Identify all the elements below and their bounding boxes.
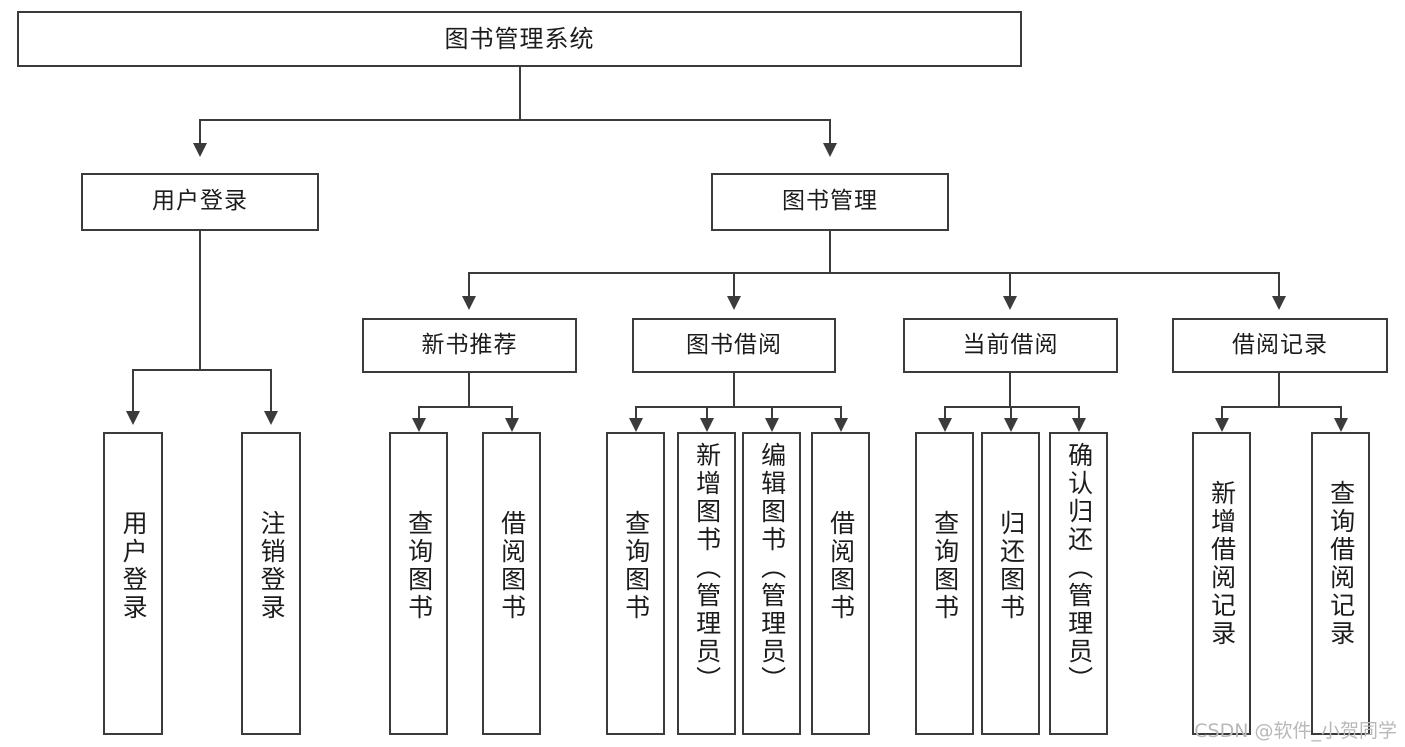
connector-borrow-record-stem [1278, 373, 1280, 406]
connector-borrow-record-drop-2 [1340, 406, 1342, 420]
connector-current-borrow-stem [1009, 373, 1011, 406]
connector-book-borrow-bus [635, 406, 841, 408]
arrow-leaf-query-record [1334, 418, 1348, 432]
connector-borrow-record-drop-1 [1221, 406, 1223, 420]
connector-user-login-drop-2 [270, 369, 272, 413]
arrow-to-book-manage [823, 143, 837, 157]
arrow-leaf-edit-book [765, 418, 779, 432]
arrow-leaf-query-book-2 [629, 418, 643, 432]
connector-user-login-bus [132, 369, 271, 371]
leaf-node-user-login[interactable]: 用户登录 [103, 432, 163, 735]
connector-book-manage-stem [829, 231, 831, 272]
leaf-node-edit-book[interactable]: 编辑图书（管理员） [742, 432, 801, 735]
leaf-label: 查询图书 [404, 510, 434, 622]
leaf-label: 查询借阅记录 [1326, 480, 1356, 648]
arrow-to-current-borrow [1003, 296, 1017, 310]
leaf-node-logout-login[interactable]: 注销登录 [241, 432, 301, 735]
connector-book-borrow-stem [733, 373, 735, 406]
leaf-node-query-book-3[interactable]: 查询图书 [915, 432, 974, 735]
connector-root-stem [519, 67, 521, 119]
arrow-leaf-user-login [126, 411, 140, 425]
leaf-node-add-record[interactable]: 新增借阅记录 [1192, 432, 1251, 735]
node-book-management[interactable]: 图书管理 [711, 173, 949, 231]
connector-current-borrow-drop-2 [1010, 406, 1012, 420]
connector-to-borrow-record [1278, 272, 1280, 298]
arrow-leaf-query-book-1 [412, 418, 426, 432]
leaf-label: 新增借阅记录 [1207, 480, 1237, 648]
connector-book-borrow-drop-3 [771, 406, 773, 420]
node-user-login[interactable]: 用户登录 [81, 173, 319, 231]
arrow-leaf-add-record [1215, 418, 1229, 432]
connector-to-new-book [468, 272, 470, 298]
connector-to-book-manage [829, 119, 831, 145]
connector-user-login-drop-1 [132, 369, 134, 413]
leaf-label: 注销登录 [257, 510, 287, 622]
connector-book-borrow-drop-2 [706, 406, 708, 420]
leaf-node-query-book-1[interactable]: 查询图书 [389, 432, 448, 735]
connector-book-borrow-drop-4 [840, 406, 842, 420]
leaf-label: 归还图书 [996, 510, 1026, 622]
connector-level2-bus [199, 119, 831, 121]
node-borrow-record[interactable]: 借阅记录 [1172, 318, 1388, 373]
node-root-book-management-system[interactable]: 图书管理系统 [17, 11, 1022, 67]
node-label: 新书推荐 [421, 331, 518, 358]
leaf-label: 查询图书 [930, 510, 960, 622]
arrow-leaf-logout-login [264, 411, 278, 425]
leaf-node-add-book[interactable]: 新增图书（管理员） [677, 432, 736, 735]
leaf-node-query-book-2[interactable]: 查询图书 [606, 432, 665, 735]
node-current-borrow[interactable]: 当前借阅 [903, 318, 1118, 373]
node-label: 借阅记录 [1232, 331, 1328, 358]
connector-to-current-borrow [1009, 272, 1011, 298]
arrow-leaf-confirm-return [1072, 418, 1086, 432]
connector-book-borrow-drop-1 [635, 406, 637, 420]
connector-new-book-bus [418, 406, 513, 408]
arrow-leaf-query-book-3 [938, 418, 952, 432]
leaf-node-borrow-book-2[interactable]: 借阅图书 [811, 432, 870, 735]
connector-new-book-drop-2 [511, 406, 513, 420]
arrow-leaf-borrow-book-1 [505, 418, 519, 432]
arrow-to-book-borrow [727, 296, 741, 310]
csdn-watermark: CSDN @软件_小贺同学 [1194, 720, 1397, 742]
leaf-label: 查询图书 [621, 510, 651, 622]
leaf-node-confirm-return[interactable]: 确认归还（管理员） [1049, 432, 1108, 735]
connector-current-borrow-drop-3 [1078, 406, 1080, 420]
arrow-leaf-borrow-book-2 [834, 418, 848, 432]
connector-borrow-record-bus [1221, 406, 1341, 408]
leaf-label: 编辑图书（管理员） [757, 442, 787, 694]
arrow-leaf-return-book [1004, 418, 1018, 432]
connector-level3-bus [468, 272, 1280, 274]
node-label: 图书管理系统 [444, 24, 595, 53]
arrow-to-borrow-record [1272, 296, 1286, 310]
leaf-node-return-book[interactable]: 归还图书 [981, 432, 1040, 735]
arrow-to-user-login [193, 143, 207, 157]
node-label: 图书借阅 [686, 331, 782, 358]
connector-user-login-stem [199, 231, 201, 369]
node-label: 用户登录 [152, 188, 248, 215]
connector-new-book-stem [468, 373, 470, 406]
leaf-label: 借阅图书 [826, 510, 856, 622]
leaf-node-query-record[interactable]: 查询借阅记录 [1311, 432, 1370, 735]
node-book-borrow[interactable]: 图书借阅 [632, 318, 836, 373]
leaf-node-borrow-book-1[interactable]: 借阅图书 [482, 432, 541, 735]
connector-to-user-login [199, 119, 201, 145]
node-label: 当前借阅 [962, 331, 1059, 358]
leaf-label: 确认归还（管理员） [1064, 442, 1094, 694]
connector-new-book-drop-1 [418, 406, 420, 420]
leaf-label: 新增图书（管理员） [692, 442, 722, 694]
arrow-leaf-add-book [700, 418, 714, 432]
node-new-book-recommend[interactable]: 新书推荐 [362, 318, 577, 373]
connector-to-book-borrow [733, 272, 735, 298]
leaf-label: 借阅图书 [497, 510, 527, 622]
node-label: 图书管理 [782, 188, 878, 215]
leaf-label: 用户登录 [119, 510, 149, 622]
connector-current-borrow-drop-1 [944, 406, 946, 420]
arrow-to-new-book-recommend [462, 296, 476, 310]
